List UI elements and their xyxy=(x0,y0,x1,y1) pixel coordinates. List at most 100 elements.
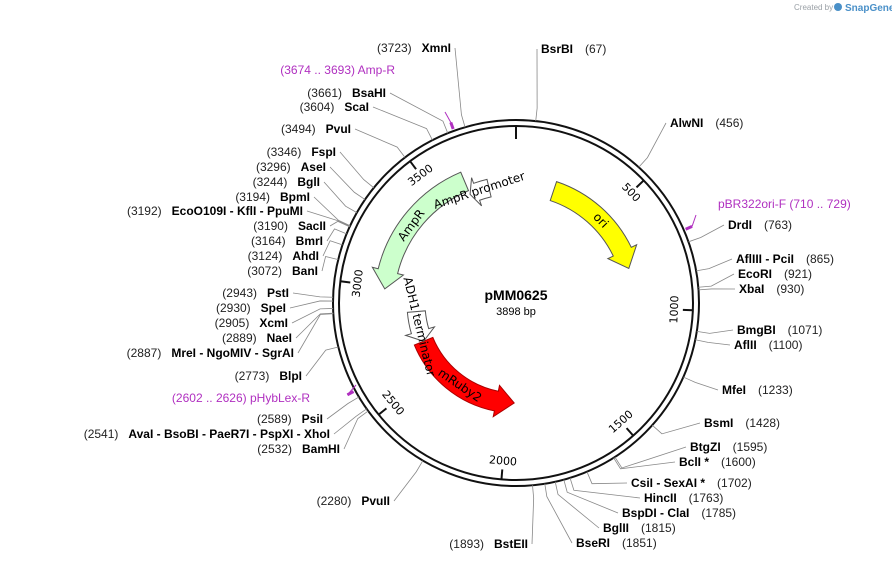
site-label-bgli: (3244)BglI xyxy=(253,175,320,189)
site-label-hincii: HincII(1763) xyxy=(644,491,723,505)
site-label-ecoo109i-kfli-ppumi: (3192)EcoO109I - KflI - PpuMI xyxy=(127,204,303,218)
feature-ampr: AmpR xyxy=(371,171,470,290)
site-bcli: BclI *(1600) xyxy=(613,455,756,470)
site-bsrbi: BsrBI(67) xyxy=(535,42,606,122)
site-label-bmri: (3164)BmrI xyxy=(251,234,323,248)
tick-label-1000: 1000 xyxy=(667,295,681,324)
site-btgzi: BtgZI(1595) xyxy=(614,440,767,469)
site-label-btgzi: BtgZI(1595) xyxy=(690,440,767,454)
site-mfei: MfeI(1233) xyxy=(683,376,793,397)
primer-mark-pbr322ori-f xyxy=(685,225,693,231)
site-sacii: (3190)SacII xyxy=(253,219,350,233)
site-label-bsahi: (3661)BsaHI xyxy=(307,86,386,100)
site-bsteii: (1893)BstEII xyxy=(449,485,535,551)
snapgene-logo-icon xyxy=(834,3,842,11)
primer-label-amp-r: (3674 .. 3693) Amp-R xyxy=(280,63,395,77)
site-asei: (3296)AseI xyxy=(256,160,366,200)
site-leader-hincii xyxy=(569,477,641,499)
site-pvuii: (2280)PvuII xyxy=(317,460,424,508)
site-leader-drdi xyxy=(688,224,725,243)
feature-label-adh1-terminator: ADH1 terminator xyxy=(400,276,438,378)
backbone-outer-strand xyxy=(332,119,700,487)
site-label-scai: (3604)ScaI xyxy=(300,100,369,114)
site-label-naei: (2889)NaeI xyxy=(222,331,292,345)
site-label-fspi: (3346)FspI xyxy=(267,145,336,159)
site-leader-sacii xyxy=(329,220,350,228)
site-leader-alwni xyxy=(638,122,667,168)
site-label-xbai: XbaI(930) xyxy=(739,282,804,296)
site-label-bsrbi: BsrBI(67) xyxy=(541,42,606,56)
primer-leader-phyblex-r xyxy=(347,384,357,396)
site-bsmi: BsmI(1428) xyxy=(651,416,780,435)
primer-mark-amp-r xyxy=(449,121,455,130)
site-label-bsmi: BsmI(1428) xyxy=(704,416,780,430)
tick-label-3000: 3000 xyxy=(350,269,366,298)
site-hincii: HincII(1763) xyxy=(569,477,723,505)
site-leader-bsrbi xyxy=(535,48,538,122)
site-bsahi: (3661)BsaHI xyxy=(307,86,449,134)
site-leader-bani xyxy=(321,256,339,272)
credit-brand: SnapGene xyxy=(845,3,892,14)
site-leader-ecori xyxy=(698,273,735,288)
feature-arrow-ampr xyxy=(371,171,470,290)
site-label-asei: (3296)AseI xyxy=(256,160,326,174)
site-blpi: (2773)BlpI xyxy=(235,346,339,383)
site-label-alwni: AlwNI(456) xyxy=(670,116,743,130)
site-label-bpmi: (3194)BpmI xyxy=(235,190,310,204)
feature-ori: ori xyxy=(549,180,638,270)
site-leader-xbai xyxy=(698,288,736,291)
primer-leader-amp-r xyxy=(444,111,452,123)
site-leader-pvui xyxy=(354,128,406,158)
site-leader-bsahi xyxy=(389,92,449,134)
site-leader-scai xyxy=(372,106,433,141)
primer-label-phyblex-r: (2602 .. 2626) pHybLex-R xyxy=(172,391,310,405)
site-bmgbi: BmgBI(1071) xyxy=(696,323,822,337)
site-label-ecori: EcoRI(921) xyxy=(738,267,812,281)
site-label-ahdi: (3124)AhdI xyxy=(248,249,319,263)
site-label-mrei-ngomiv-sgrai: (2887)MreI - NgoMIV - SgrAI xyxy=(127,346,294,360)
feature-arrow-adh1-terminator xyxy=(403,310,436,342)
feature-adh1-terminator: ADH1 terminator xyxy=(400,276,438,378)
site-xcmi: (2905)XcmI xyxy=(215,308,334,330)
site-label-mfei: MfeI(1233) xyxy=(722,383,793,397)
site-leader-spei xyxy=(289,300,334,309)
credit-text: Created by xyxy=(794,3,833,12)
site-pvui: (3494)PvuI xyxy=(281,122,406,158)
site-leader-pvuii xyxy=(393,460,424,502)
site-leader-blpi xyxy=(305,346,339,377)
site-leader-bspdi-clai xyxy=(563,479,619,514)
site-leader-aflii xyxy=(695,339,731,346)
site-avai-bsobi-paer7i-pspxi-xhoi: (2541)AvaI - BsoBI - PaeR7I - PspXI - Xh… xyxy=(84,408,367,441)
site-label-bglii: BglII(1815) xyxy=(603,521,676,535)
site-leader-csii-sexai xyxy=(586,471,628,485)
tick-mark-2000 xyxy=(500,469,504,480)
site-label-afliii-pcii: AflIII - PciI(865) xyxy=(736,252,834,266)
feature-arrow-ampr-promoter xyxy=(469,177,492,207)
site-leader-mrei-ngomiv-sgrai xyxy=(297,313,334,354)
site-aflii: AflII(1100) xyxy=(695,338,802,352)
site-leader-bmgbi xyxy=(696,329,734,334)
site-leader-afliii-pcii xyxy=(696,258,733,272)
tick-mark-1500 xyxy=(625,427,634,437)
site-alwni: AlwNI(456) xyxy=(638,116,743,168)
site-label-sacii: (3190)SacII xyxy=(253,219,326,233)
site-afliii-pcii: AflIII - PciI(865) xyxy=(696,252,834,272)
backbone xyxy=(332,119,700,487)
site-label-pvui: (3494)PvuI xyxy=(281,122,351,136)
site-label-bseri: BseRI(1851) xyxy=(576,536,657,550)
site-label-bcli: BclI *(1600) xyxy=(679,455,756,469)
site-bamhi: (2532)BamHI xyxy=(257,410,369,456)
site-leader-naei xyxy=(295,312,334,339)
site-leader-bpmi xyxy=(313,196,351,227)
site-label-bamhi: (2532)BamHI xyxy=(257,442,340,456)
site-bglii: BglII(1815) xyxy=(554,481,676,535)
plasmid-name: pMM0625 xyxy=(484,287,547,303)
site-bgli: (3244)BglI xyxy=(253,175,358,213)
feature-arrow-mruby2 xyxy=(413,336,515,418)
site-bseri: BseRI(1851) xyxy=(544,483,657,550)
site-label-bspdi-clai: BspDI - ClaI(1785) xyxy=(622,506,736,520)
site-label-avai-bsobi-paer7i-pspxi-xhoi: (2541)AvaI - BsoBI - PaeR7I - PspXI - Xh… xyxy=(84,427,330,441)
site-fspi: (3346)FspI xyxy=(267,145,375,189)
